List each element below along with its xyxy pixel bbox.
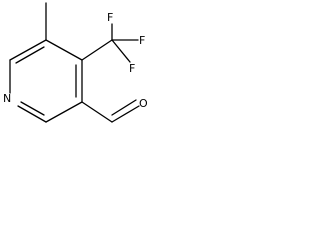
bond-c5-c6 — [45, 101, 83, 123]
pyridine-ring — [9, 39, 83, 123]
carbonyl-bond-inner — [111, 99, 137, 116]
cf3-bond — [81, 39, 113, 61]
bond-c6-n — [17, 105, 47, 123]
nitrogen-label: N — [3, 92, 11, 105]
fluorine-label-lower: F — [129, 62, 135, 75]
cf-bond-lower — [111, 39, 131, 63]
oxygen-label: O — [139, 97, 148, 110]
aldehyde-bond — [81, 101, 113, 123]
fluorine-label-right: F — [139, 34, 145, 47]
double-bond-c2-c3 — [15, 46, 45, 64]
trifluoromethyl-group — [81, 23, 139, 63]
chemical-structure: N O F F F — [3, 2, 148, 123]
aldehyde-group — [81, 99, 140, 123]
carbonyl-bond-outer — [111, 105, 140, 123]
fluorine-label-top: F — [107, 11, 113, 24]
bond-c3-c4 — [45, 39, 83, 61]
double-bond-c6-n — [20, 101, 45, 116]
bond-c2-c3 — [9, 39, 47, 61]
